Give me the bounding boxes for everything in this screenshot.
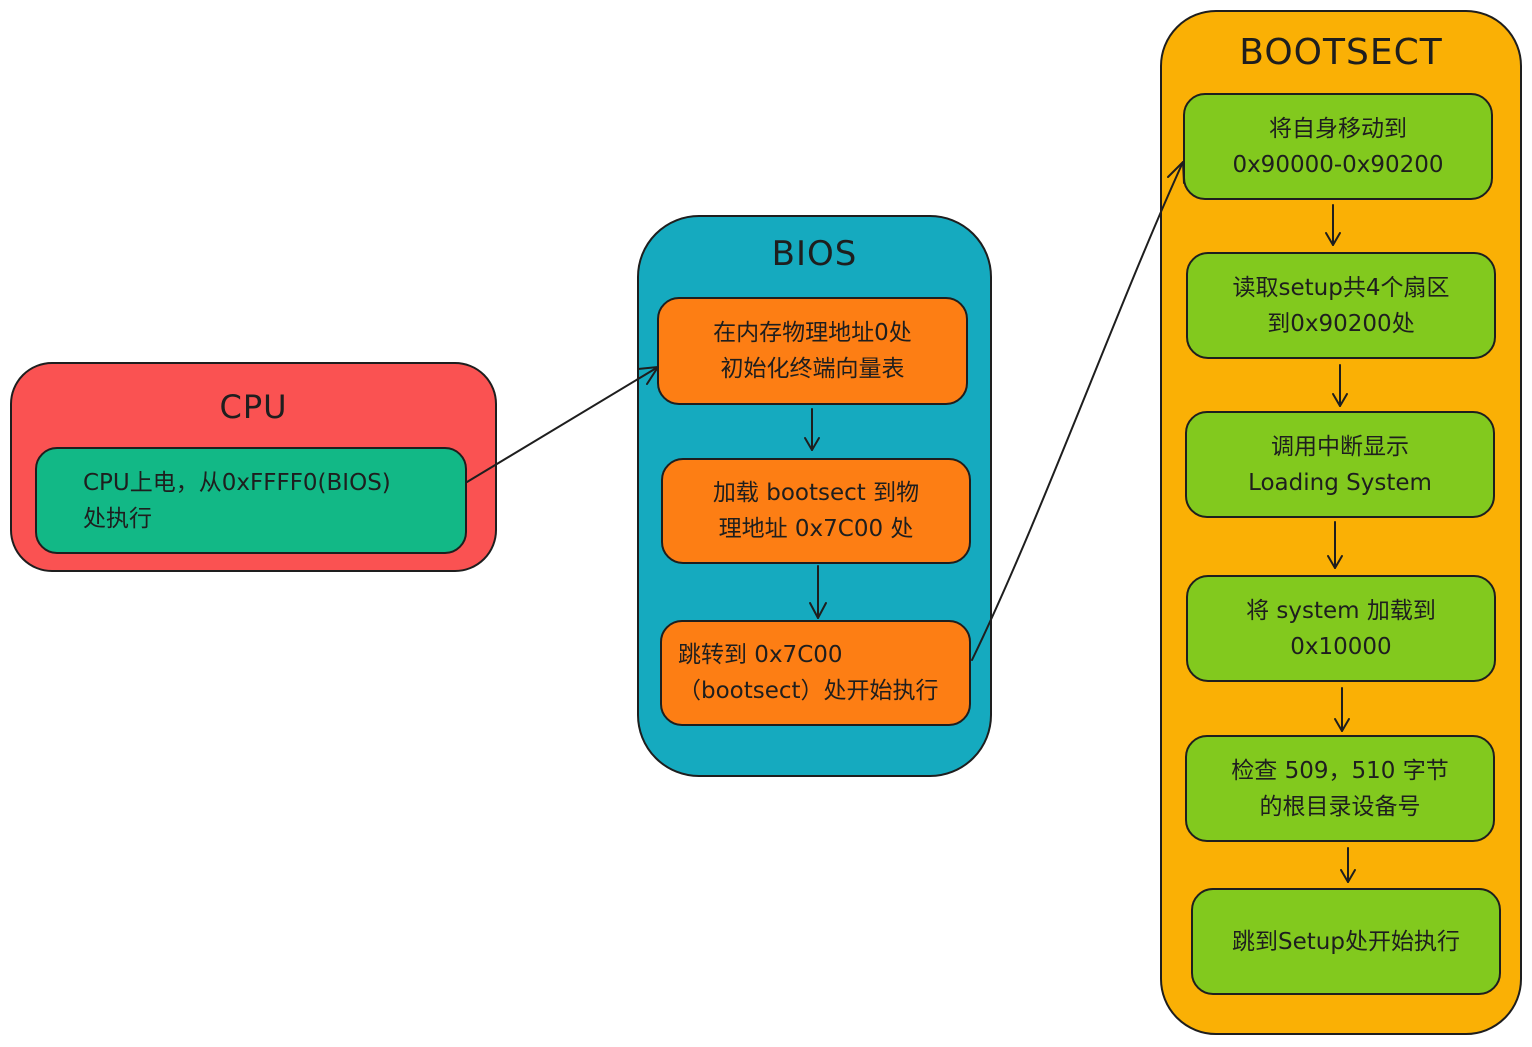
step-text-line: （bootsect）处开始执行 [678,678,939,704]
step-text-line: 读取setup共4个扇区 [1232,274,1450,301]
step-text-line: CPU上电，从0xFFFF0(BIOS) [83,469,391,496]
step-text-line: 0x10000 [1290,633,1392,660]
step-text-line: 0x90000-0x90200 [1232,151,1444,178]
bios-step-load-bootsect: 加载 bootsect 到物 理地址 0x7C00 处 [661,458,971,564]
step-text-line: 初始化终端向量表 [720,356,905,382]
bootsect-step-move-self: 将自身移动到 0x90000-0x90200 [1183,93,1493,200]
bootsect-step-check-root-device: 检查 509，510 字节 的根目录设备号 [1185,735,1495,842]
bios-step-jump-bootsect: 跳转到 0x7C00 （bootsect）处开始执行 [660,620,971,726]
bootsect-title: BOOTSECT [1239,32,1443,73]
bootsect-step-read-setup: 读取setup共4个扇区 到0x90200处 [1186,252,1496,359]
step-text-line: 到0x90200处 [1267,310,1415,337]
cpu-title: CPU [219,388,288,426]
step-text-line: 跳转到 0x7C00 [678,642,843,668]
step-text-line: 跳到Setup处开始执行 [1232,928,1460,955]
bootsect-step-load-system: 将 system 加载到 0x10000 [1186,575,1496,682]
bootsect-step-jump-setup: 跳到Setup处开始执行 [1191,888,1501,995]
step-text-line: Loading System [1248,469,1432,496]
step-text-line: 检查 509，510 字节 [1231,757,1449,784]
arrow-bios-to-bootsect [971,161,1185,661]
step-text-line: 将 system 加载到 [1246,597,1436,624]
step-text-line: 在内存物理地址0处 [713,320,912,346]
bios-step-init-ivt: 在内存物理地址0处 初始化终端向量表 [657,297,968,405]
step-text-line: 加载 bootsect 到物 [712,480,920,506]
cpu-power-on-step: CPU上电，从0xFFFF0(BIOS) 处执行 [35,447,467,554]
bootsect-step-show-loading: 调用中断显示 Loading System [1185,411,1495,518]
step-text-line: 将自身移动到 [1269,115,1407,142]
step-text-line: 调用中断显示 [1271,433,1409,460]
step-text-line: 理地址 0x7C00 处 [718,516,914,542]
step-text-line: 处执行 [83,505,152,532]
bios-title: BIOS [771,234,858,274]
step-text-line: 的根目录设备号 [1259,793,1421,820]
